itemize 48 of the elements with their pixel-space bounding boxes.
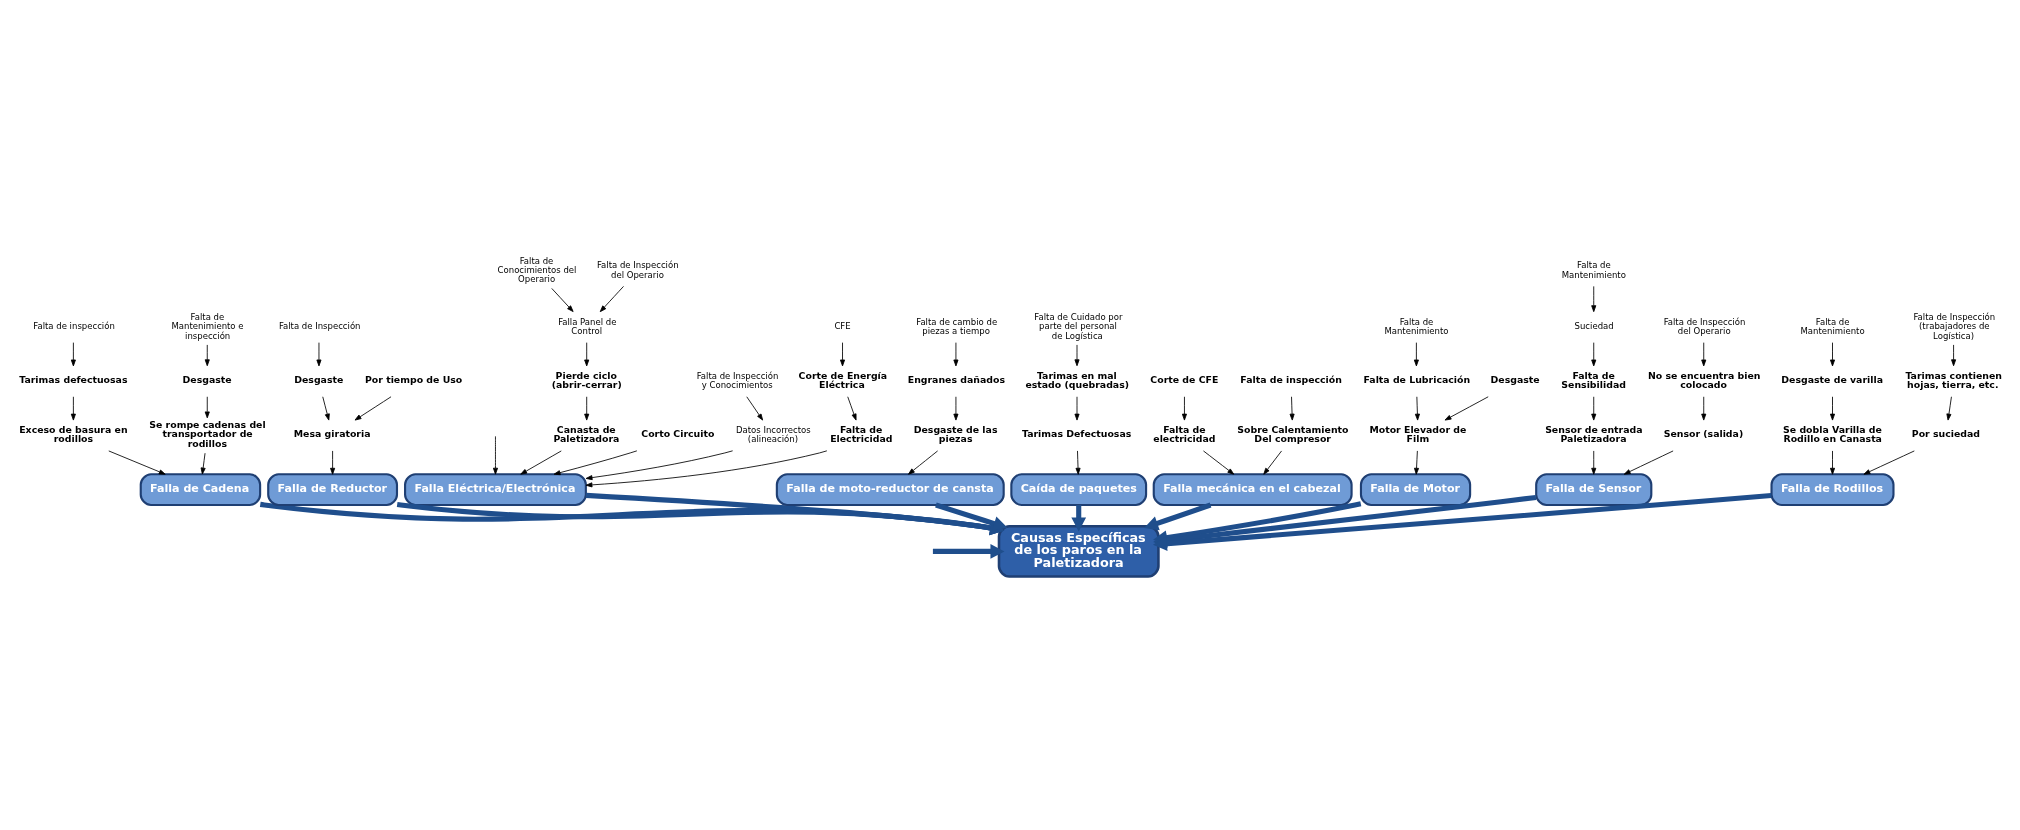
node-text: Mesa giratoria — [293, 428, 371, 439]
node-text: Corte de Energía Eléctrica — [798, 369, 887, 390]
node-text: Desgaste — [1490, 373, 1540, 385]
node-text: Tarimas Defectuosas — [1021, 428, 1131, 439]
node-text: Falta de Inspección del Operario — [596, 260, 679, 280]
node-text: Falta de Cuidado por parte del personal de Logística — [1033, 311, 1122, 341]
node-text: Motor Elevador de Film — [1368, 423, 1466, 445]
node-text: Sensor de entrada Paletizadora — [1544, 423, 1643, 445]
node-text: Engranes dañados — [907, 373, 1005, 385]
node-text: Falta de Sensibilidad — [1560, 369, 1626, 390]
node-text: Falta de Inspección — [278, 321, 361, 332]
node-text: Falta de Mantenimiento — [1561, 260, 1626, 280]
node-text: Falta de Electricidad — [829, 423, 892, 445]
node-text: Falta de Conocimientos del Operario — [497, 255, 576, 285]
node-text: Falta de Mantenimiento e inspección — [170, 311, 244, 341]
node-text: Sensor (salida) — [1663, 428, 1743, 439]
node-text: No se encuentra bien colocado — [1647, 369, 1760, 390]
node-text: Falta de electricidad — [1152, 423, 1216, 445]
node-text: Falta de Mantenimiento — [1800, 316, 1865, 336]
node-text: Falta de Inspección del Operario — [1663, 316, 1745, 336]
node-text: Desgaste de las piezas — [913, 423, 997, 445]
node-text: Falta de Lubricación — [1363, 373, 1470, 385]
node-text: Tarimas contienen hojas, tierra, etc. — [1904, 369, 2002, 390]
node-text: Desgaste — [293, 373, 343, 385]
node-text: Falta de inspección — [1239, 373, 1342, 385]
node-text: Suciedad — [1574, 321, 1614, 332]
node-text: Canasta de Paletizadora — [552, 423, 619, 445]
node-text: Datos Incorrectos (alineación) — [735, 424, 811, 445]
node-text: Tarimas en mal estado (quebradas) — [1024, 369, 1129, 390]
node-text: Se dobla Varilla de Rodillo en Canasta — [1782, 423, 1882, 445]
node-text: Falta de cambio de piezas a tiempo — [915, 316, 997, 336]
node-text: Corte de CFE — [1149, 373, 1218, 385]
node-text: Exceso de basura en rodillos — [18, 423, 128, 445]
node-text: Falta de Mantenimiento — [1383, 316, 1449, 336]
node-text: Falta de Inspección (trabajadores de Logística) — [1913, 311, 1995, 341]
node-text: Tarimas defectuosas — [18, 373, 127, 385]
node-text: Por suciedad — [1911, 428, 1980, 439]
node-text: CFE — [833, 321, 851, 332]
node-text: Pierde ciclo (abrir-cerrar) — [551, 369, 622, 390]
node-text: Desgaste — [182, 373, 232, 385]
node-text: Se rompe cadenas del transportador de rodillos — [148, 419, 266, 449]
node-text: Falta de Inspección y Conocimientos — [696, 370, 778, 391]
node-text: Sobre Calentamiento Del compresor — [1236, 423, 1348, 445]
node-text: Desgaste de varilla — [1780, 373, 1883, 385]
node-text: Falta de inspección — [32, 321, 115, 332]
node-text: Falla Panel de Control — [557, 316, 616, 336]
node-text: Por tiempo de Uso — [364, 373, 462, 385]
node-text: Corto Circuito — [640, 428, 714, 439]
